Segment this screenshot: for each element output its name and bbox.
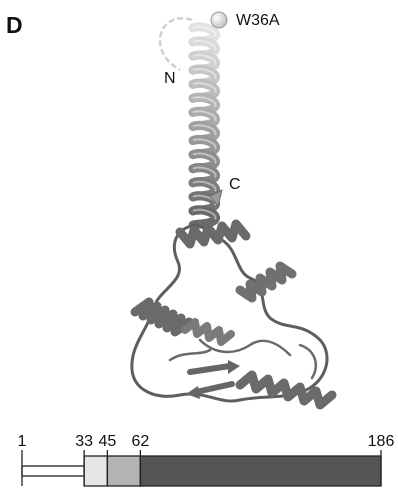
protein-structure-ribbon	[0, 0, 398, 430]
domain-tick-label: 45	[98, 433, 116, 450]
beta-strand-1	[190, 366, 230, 372]
w36a-residue-sphere	[211, 12, 227, 28]
domain-bar: 1 33 45 62 186	[0, 430, 398, 493]
domain-tick-label: 1	[18, 433, 27, 450]
domain-segment	[84, 456, 107, 486]
core-helix-left	[135, 302, 189, 332]
n-terminal-tail	[160, 18, 192, 70]
beta-strand-2	[196, 384, 232, 392]
domain-tick-label: 62	[131, 433, 149, 450]
domain-tick-label: 33	[75, 433, 93, 450]
core-helix-right	[240, 266, 292, 298]
domain-segment	[107, 456, 140, 486]
core-helix-center	[185, 322, 231, 342]
n-terminus-label: N	[164, 70, 176, 88]
mutation-label: W36A	[236, 12, 280, 30]
globular-core	[132, 224, 332, 405]
domain-segment	[140, 456, 381, 486]
domain-bar-graphic: 1 33 45 62 186	[0, 430, 398, 493]
helix-turn	[193, 210, 216, 225]
domain-segment	[22, 466, 84, 476]
domain-tick-label: 186	[368, 433, 395, 450]
c-terminus-label: C	[229, 176, 241, 194]
